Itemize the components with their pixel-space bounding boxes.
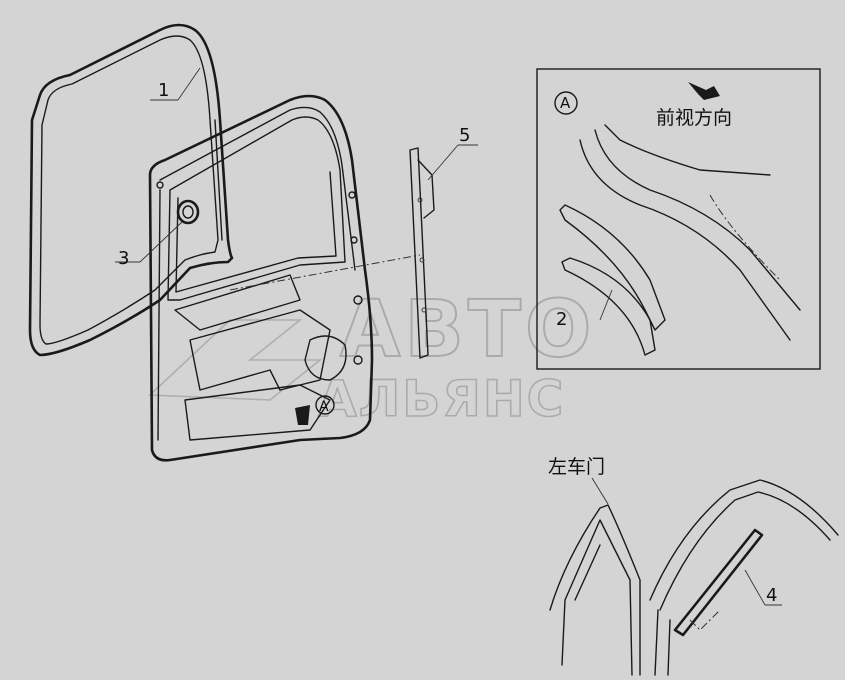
leader-2 — [599, 289, 613, 321]
left-door-label: 左车门 — [548, 456, 605, 478]
leader-3 — [139, 221, 183, 263]
leader-4 — [744, 569, 766, 606]
watermark-line2: АЛЬЯНС — [318, 370, 565, 428]
part-1-weatherstrip — [28, 23, 234, 357]
callout-1: 1 — [158, 80, 169, 101]
detail-marker-main: A — [319, 399, 329, 415]
left-door-detail — [549, 477, 839, 676]
leader-5 — [427, 144, 459, 181]
callout-2: 2 — [556, 309, 567, 330]
watermark-line1: АВТО — [340, 285, 595, 375]
callout-5: 5 — [459, 125, 470, 146]
detail-marker: A — [560, 94, 571, 112]
callout-3: 3 — [118, 248, 129, 269]
latch-icon — [295, 405, 310, 425]
leader-left-door — [591, 477, 609, 505]
detail-marker-circle — [315, 395, 335, 415]
watermark: АВТО АЛЬЯНС — [148, 284, 595, 429]
detail-a-box — [536, 68, 821, 370]
watermark-logo-icon — [148, 319, 323, 401]
front-direction-arrow-icon — [688, 82, 720, 100]
part-3-plug — [115, 199, 200, 263]
part-5-strip — [409, 144, 478, 359]
leader-1 — [177, 67, 201, 101]
callout-4: 4 — [766, 585, 777, 606]
main-door-panel — [148, 94, 421, 462]
front-view-direction-label: 前视方向 — [656, 107, 732, 129]
